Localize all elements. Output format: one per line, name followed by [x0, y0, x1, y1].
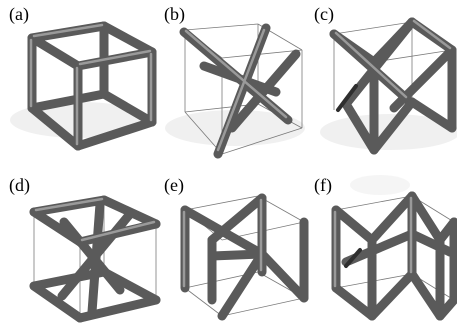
panel-label-a: (a)	[8, 4, 30, 24]
panel-label-c: (c)	[313, 4, 335, 24]
panel-d-struts	[29, 195, 161, 323]
panel-f-struts	[331, 191, 457, 321]
panel-b-struts	[179, 23, 301, 159]
panel-e-struts	[180, 193, 309, 321]
panel-label-b: (b)	[163, 4, 186, 24]
panel-label-e: (e)	[163, 175, 185, 195]
panel-a-struts	[27, 21, 157, 151]
panel-label-d: (d)	[8, 175, 31, 195]
panel-c-struts	[329, 17, 457, 155]
panel-label-f: (f)	[313, 175, 333, 195]
